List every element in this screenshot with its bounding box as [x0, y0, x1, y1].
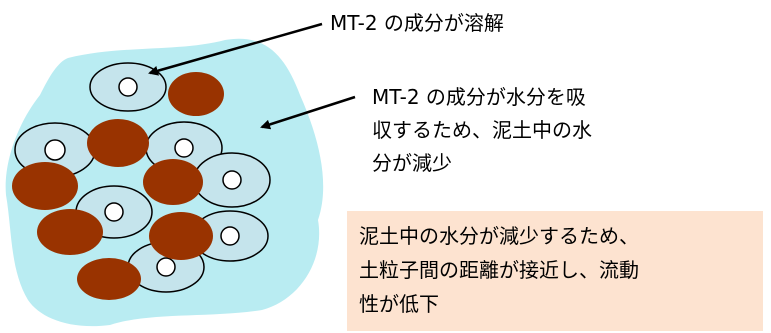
soil-particle-group — [12, 62, 271, 300]
particle-core — [118, 77, 138, 97]
conclusion-line: 土粒子間の距離が接近し、流動 — [359, 258, 639, 282]
particle-core — [104, 202, 124, 222]
particle-core — [222, 170, 242, 190]
conclusion-line: 泥土中の水分が減少するため、 — [359, 224, 639, 248]
mt2-particle — [12, 162, 78, 210]
conclusion-box: 泥土中の水分が減少するため、 土粒子間の距離が接近し、流動 性が低下 — [347, 211, 763, 331]
mt2-particle — [77, 258, 141, 300]
particle-core — [156, 257, 176, 277]
mt2-particle — [37, 209, 103, 255]
particle-core — [174, 138, 194, 158]
mt2-particle — [143, 159, 203, 205]
particle-core — [44, 139, 66, 161]
absorb-label-line: MT-2 の成分が水分を吸 — [372, 85, 586, 109]
absorb-label-line: 分が減少 — [372, 151, 452, 175]
dissolve-label: MT-2 の成分が溶解 — [330, 11, 504, 35]
mt2-particle — [168, 72, 224, 116]
particle-core — [220, 226, 240, 246]
absorb-arrow — [260, 95, 356, 130]
mt2-particle — [87, 119, 149, 167]
absorb-label-line: 収するため、泥土中の水 — [372, 118, 592, 142]
conclusion-line: 性が低下 — [359, 292, 439, 316]
mt2-particle — [149, 212, 213, 260]
dissolve-arrow — [148, 22, 323, 76]
